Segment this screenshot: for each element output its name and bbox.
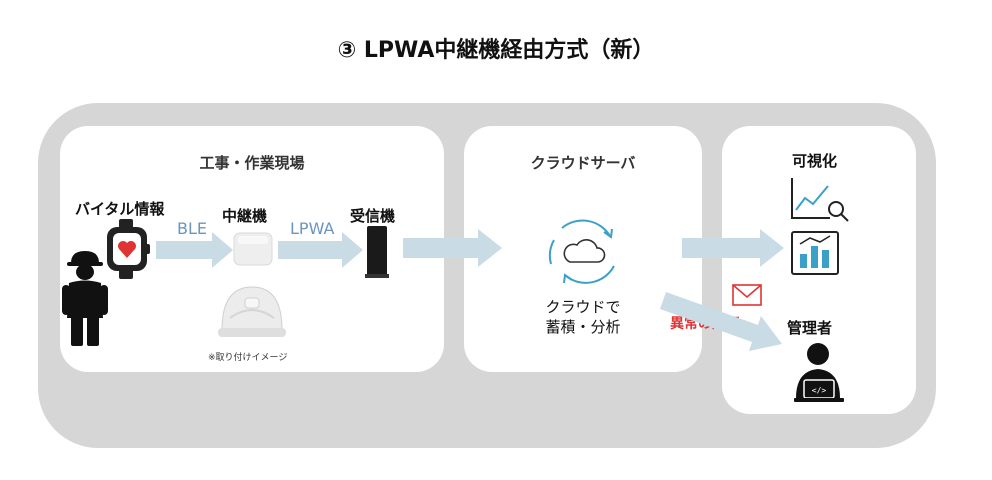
vitals-label: バイタル情報 xyxy=(75,200,165,218)
ble-arrow xyxy=(156,232,233,268)
bar-chart-icon xyxy=(791,231,839,275)
site-header: 工事・作業現場 xyxy=(199,154,305,172)
visualize-label: 可視化 xyxy=(792,152,838,170)
alert-arrow xyxy=(660,292,782,351)
envelope-icon xyxy=(732,284,762,306)
cloud-caption-line1: クラウドで xyxy=(545,298,621,316)
smartwatch-icon xyxy=(107,219,150,279)
ble-label: BLE xyxy=(177,219,207,238)
output-panel xyxy=(722,126,916,414)
visualize-arrow xyxy=(682,229,784,267)
administrator-icon: </> xyxy=(794,343,844,402)
diagram-title: ③ LPWA中継機経由方式（新） xyxy=(337,38,655,63)
heart-icon xyxy=(118,241,136,258)
receiver-label: 受信機 xyxy=(350,207,396,225)
upload-arrow xyxy=(403,229,502,267)
worker-icon xyxy=(62,251,108,346)
relay-device-icon xyxy=(233,232,273,266)
cloud-header: クラウドサーバ xyxy=(530,154,636,172)
mounting-note: ※取り付けイメージ xyxy=(208,353,288,363)
svg-text:</>: </> xyxy=(812,386,827,395)
cloud-caption: クラウドで 蓄積・分析 xyxy=(464,297,702,337)
admin-label: 管理者 xyxy=(787,319,833,337)
lpwa-arrow xyxy=(278,232,363,268)
cloud-caption-line2: 蓄積・分析 xyxy=(545,318,621,336)
relay-label: 中継機 xyxy=(222,207,268,225)
line-chart-magnifier-icon xyxy=(791,178,849,222)
helmet-icon xyxy=(218,286,286,337)
cloud-panel xyxy=(464,126,702,372)
receiver-device-icon xyxy=(365,226,389,278)
lpwa-label: LPWA xyxy=(290,219,335,238)
cloud-sync-icon xyxy=(548,219,615,284)
